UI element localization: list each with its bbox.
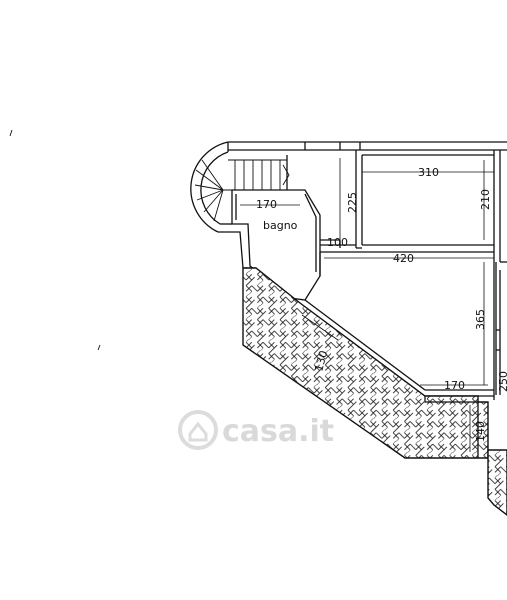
dim-label-170-top: 170 bbox=[256, 198, 277, 211]
watermark-logo-icon bbox=[178, 410, 218, 450]
dim-label-250: 250 bbox=[497, 371, 507, 392]
stray-mark bbox=[97, 344, 101, 351]
stray-mark bbox=[9, 129, 13, 137]
wall bbox=[424, 396, 478, 403]
dim-label-170-bottom: 170 bbox=[444, 379, 465, 392]
dim-label-140: 140 bbox=[474, 421, 487, 442]
dim-label-365: 365 bbox=[474, 309, 487, 330]
dim-label-210: 210 bbox=[479, 189, 492, 210]
dim-label-225: 225 bbox=[346, 192, 359, 213]
watermark-house-icon bbox=[188, 421, 208, 442]
dim-label-100: 100 bbox=[327, 236, 348, 249]
room-top bbox=[320, 150, 494, 253]
dimension-lines bbox=[240, 158, 494, 452]
exterior-walls bbox=[228, 141, 507, 395]
dim-label-130: 130 bbox=[312, 349, 330, 373]
dim-label-420: 420 bbox=[393, 252, 414, 265]
terrace-lower bbox=[487, 449, 507, 516]
room-label-bagno: bagno bbox=[263, 219, 298, 232]
watermark-text: casa.it bbox=[222, 414, 334, 449]
watermark: casa.it bbox=[178, 410, 334, 450]
dim-label-310: 310 bbox=[418, 166, 439, 179]
